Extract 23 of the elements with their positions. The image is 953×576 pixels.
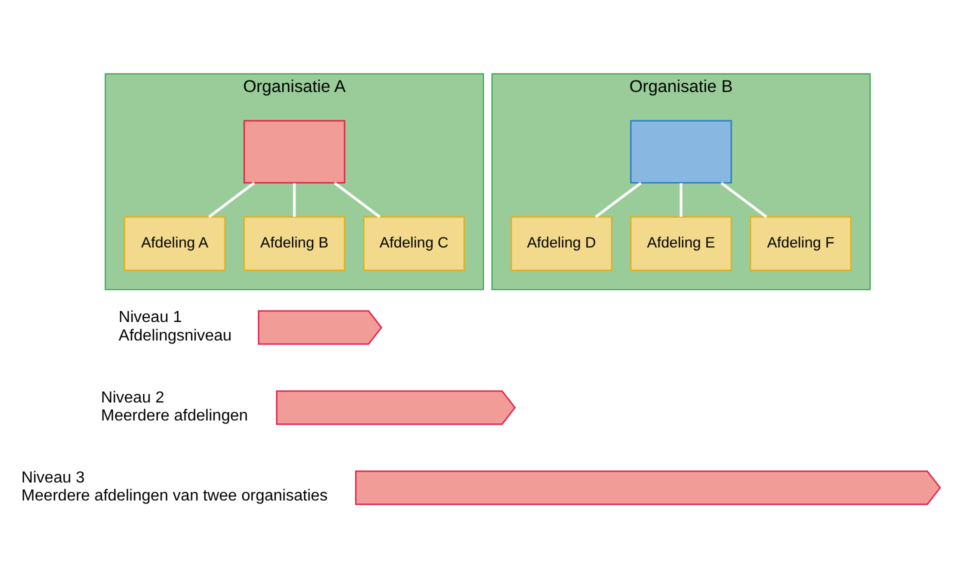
node-label: Niveau 3 <box>21 468 85 486</box>
node-box: Afdeling F <box>750 216 852 272</box>
connector <box>594 182 642 218</box>
node-box <box>243 120 346 184</box>
node-label: Meerdere afdelingen van twee organisaties <box>21 486 328 505</box>
node-label: Afdelingsniveau <box>118 326 232 344</box>
node-box: Afdeling D <box>510 216 612 272</box>
node-chevron <box>276 390 516 425</box>
connector <box>334 182 381 218</box>
node-chevron <box>355 470 941 506</box>
connector <box>720 182 768 218</box>
node-box: Afdeling B <box>243 216 346 272</box>
node-label: Niveau 1 <box>118 308 182 326</box>
node-chevron <box>258 310 382 345</box>
node-box <box>630 120 732 184</box>
node-label: Meerdere afdelingen <box>101 406 248 424</box>
node-box: Afdeling E <box>630 216 732 272</box>
connector <box>293 183 296 217</box>
node-box: Afdeling C <box>363 216 465 272</box>
node-box: Afdeling A <box>124 216 226 272</box>
node-label: Niveau 2 <box>101 388 164 406</box>
connector <box>208 182 255 218</box>
connector <box>680 183 682 217</box>
